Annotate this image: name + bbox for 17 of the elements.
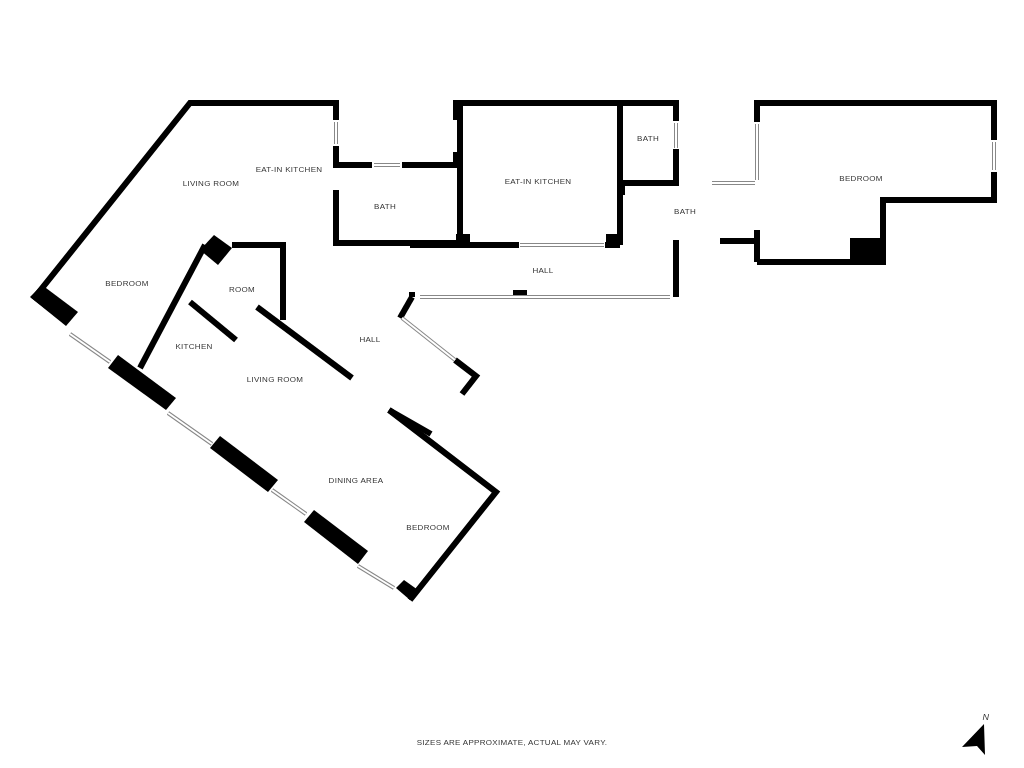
room-label: LIVING ROOM	[182, 178, 240, 188]
room-label: EAT-IN KITCHEN	[504, 176, 572, 186]
room-label: BATH	[637, 133, 659, 143]
disclaimer-note: SIZES ARE APPROXIMATE, ACTUAL MAY VARY.	[416, 737, 608, 747]
room-label: BEDROOM	[406, 522, 450, 532]
room-label: LIVING ROOM	[246, 374, 304, 384]
room-label: HALL	[359, 334, 381, 344]
room-label: DINING AREA	[328, 475, 384, 485]
north-label: N	[982, 712, 990, 722]
room-label: BEDROOM	[105, 278, 149, 288]
room-label: BATH	[674, 206, 696, 216]
room-label: KITCHEN	[175, 341, 213, 351]
room-label: BATH	[374, 201, 396, 211]
room-label: ROOM	[228, 284, 256, 294]
room-label: HALL	[532, 265, 554, 275]
room-label: BEDROOM	[839, 173, 883, 183]
room-label: EAT-IN KITCHEN	[255, 164, 323, 174]
